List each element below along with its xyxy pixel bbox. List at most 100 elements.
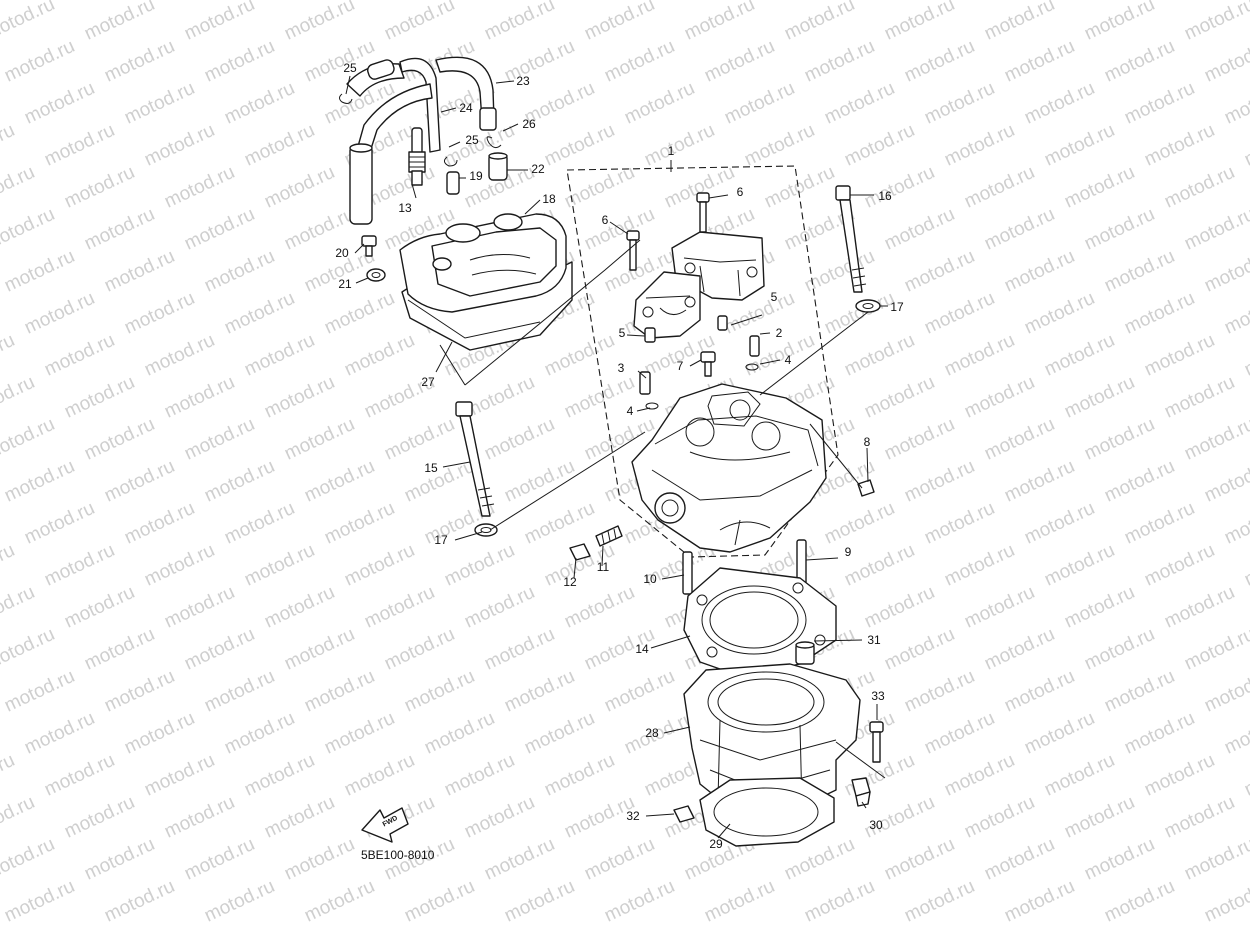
watermark-text: motod.ru <box>901 456 978 507</box>
watermark-text: motod.ru <box>1001 36 1078 87</box>
watermark-text: motod.ru <box>561 582 638 633</box>
callout-15: 15 <box>424 461 438 475</box>
watermark-text: motod.ru <box>1061 792 1138 843</box>
watermark-text: motod.ru <box>241 330 318 381</box>
callout-2: 2 <box>776 326 783 340</box>
watermark-text: motod.ru <box>1001 876 1078 927</box>
watermark-text: motod.ru <box>81 204 158 255</box>
watermark-text: motod.ru <box>301 456 378 507</box>
watermark-text: motod.ru <box>1 246 78 297</box>
watermark-text: motod.ru <box>861 582 938 633</box>
watermark-text: motod.ru <box>961 372 1038 423</box>
watermark-text: motod.ru <box>81 834 158 885</box>
watermark-text: motod.ru <box>821 288 898 339</box>
watermark-text: motod.ru <box>901 666 978 717</box>
callout-11: 11 <box>597 560 610 574</box>
callout-17-left: 17 <box>434 533 448 547</box>
watermark-text: motod.ru <box>1201 36 1250 87</box>
watermark-text: motod.ru <box>41 750 118 801</box>
watermark-text: motod.ru <box>481 414 558 465</box>
watermark-text: motod.ru <box>1041 750 1118 801</box>
watermark-text: motod.ru <box>981 414 1058 465</box>
watermark-text: motod.ru <box>421 708 498 759</box>
watermark-text: motod.ru <box>881 204 958 255</box>
diagram-code: 5BE100-8010 <box>361 848 435 862</box>
callout-7: 7 <box>677 359 684 373</box>
watermark-text: motod.ru <box>1221 708 1250 759</box>
watermark-text: motod.ru <box>941 330 1018 381</box>
watermark-text: motod.ru <box>1081 834 1158 885</box>
parts-layer: FWD <box>339 56 886 847</box>
watermark-text: motod.ru <box>1141 750 1218 801</box>
callout-25-top: 25 <box>343 61 357 75</box>
breather-pipes <box>446 152 508 195</box>
watermark-text: motod.ru <box>581 204 658 255</box>
watermark-text: motod.ru <box>781 0 858 45</box>
watermark-text: motod.ru <box>901 246 978 297</box>
watermark-text: motod.ru <box>681 0 758 45</box>
watermark-text: motod.ru <box>1121 708 1198 759</box>
watermark-text: motod.ru <box>1241 750 1250 801</box>
watermark-text: motod.ru <box>61 162 138 213</box>
watermark-text: motod.ru <box>201 666 278 717</box>
hose-clips <box>339 93 502 167</box>
watermark-text: motod.ru <box>0 540 18 591</box>
watermark-text: motod.ru <box>1061 162 1138 213</box>
cylinder <box>683 663 861 813</box>
watermark-text: motod.ru <box>121 288 198 339</box>
watermark-text: motod.ru <box>1 876 78 927</box>
watermark-text: motod.ru <box>181 0 258 45</box>
cam-cap-bolts <box>626 192 710 271</box>
watermark-text: motod.ru <box>1 666 78 717</box>
watermark-text: motod.ru <box>881 0 958 45</box>
watermark-text: motod.ru <box>101 456 178 507</box>
watermark-text: motod.ru <box>141 540 218 591</box>
watermark-text: motod.ru <box>581 834 658 885</box>
watermark-text: motod.ru <box>101 36 178 87</box>
watermark-text: motod.ru <box>21 288 98 339</box>
watermark-text: motod.ru <box>1161 372 1238 423</box>
watermark-text: motod.ru <box>821 78 898 129</box>
watermark-text: motod.ru <box>921 288 998 339</box>
watermark-text: motod.ru <box>501 666 578 717</box>
watermark-text: motod.ru <box>1061 582 1138 633</box>
callout-3: 3 <box>618 361 625 375</box>
watermark-text: motod.ru <box>881 414 958 465</box>
watermark-text: motod.ru <box>801 876 878 927</box>
watermark-text: motod.ru <box>701 876 778 927</box>
watermark-text: motod.ru <box>441 540 518 591</box>
watermark-text: motod.ru <box>1201 246 1250 297</box>
watermark-text: motod.ru <box>721 78 798 129</box>
callout-4-right: 4 <box>785 353 792 367</box>
watermark-text: motod.ru <box>541 330 618 381</box>
watermark-text: motod.ru <box>941 540 1018 591</box>
watermark-text: motod.ru <box>0 792 38 843</box>
watermark-text: motod.ru <box>921 498 998 549</box>
watermark-text: motod.ru <box>201 36 278 87</box>
watermark-text: motod.ru <box>961 582 1038 633</box>
watermark-text: motod.ru <box>281 0 358 45</box>
cylinder-dowel <box>795 641 815 665</box>
watermark-text: motod.ru <box>1201 876 1250 927</box>
watermark-text: motod.ru <box>0 0 58 45</box>
watermark-text: motod.ru <box>0 330 18 381</box>
watermark-text: motod.ru <box>981 0 1058 45</box>
watermark-text: motod.ru <box>1221 78 1250 129</box>
watermark-text: motod.ru <box>281 834 358 885</box>
watermark-text: motod.ru <box>261 162 338 213</box>
watermark-text: motod.ru <box>361 582 438 633</box>
watermark-text: motod.ru <box>521 498 598 549</box>
watermark-text: motod.ru <box>221 708 298 759</box>
watermark-text: motod.ru <box>601 36 678 87</box>
watermark-text: motod.ru <box>1241 330 1250 381</box>
watermark-text: motod.ru <box>201 246 278 297</box>
watermark-text: motod.ru <box>101 666 178 717</box>
watermark-text: motod.ru <box>1041 330 1118 381</box>
bolt-33-assembly-line <box>835 741 886 779</box>
watermark-text: motod.ru <box>481 624 558 675</box>
watermark-text: motod.ru <box>301 666 378 717</box>
watermark-text: motod.ru <box>61 792 138 843</box>
watermark-text: motod.ru <box>541 750 618 801</box>
right-bolt-assembly-line <box>759 311 869 396</box>
